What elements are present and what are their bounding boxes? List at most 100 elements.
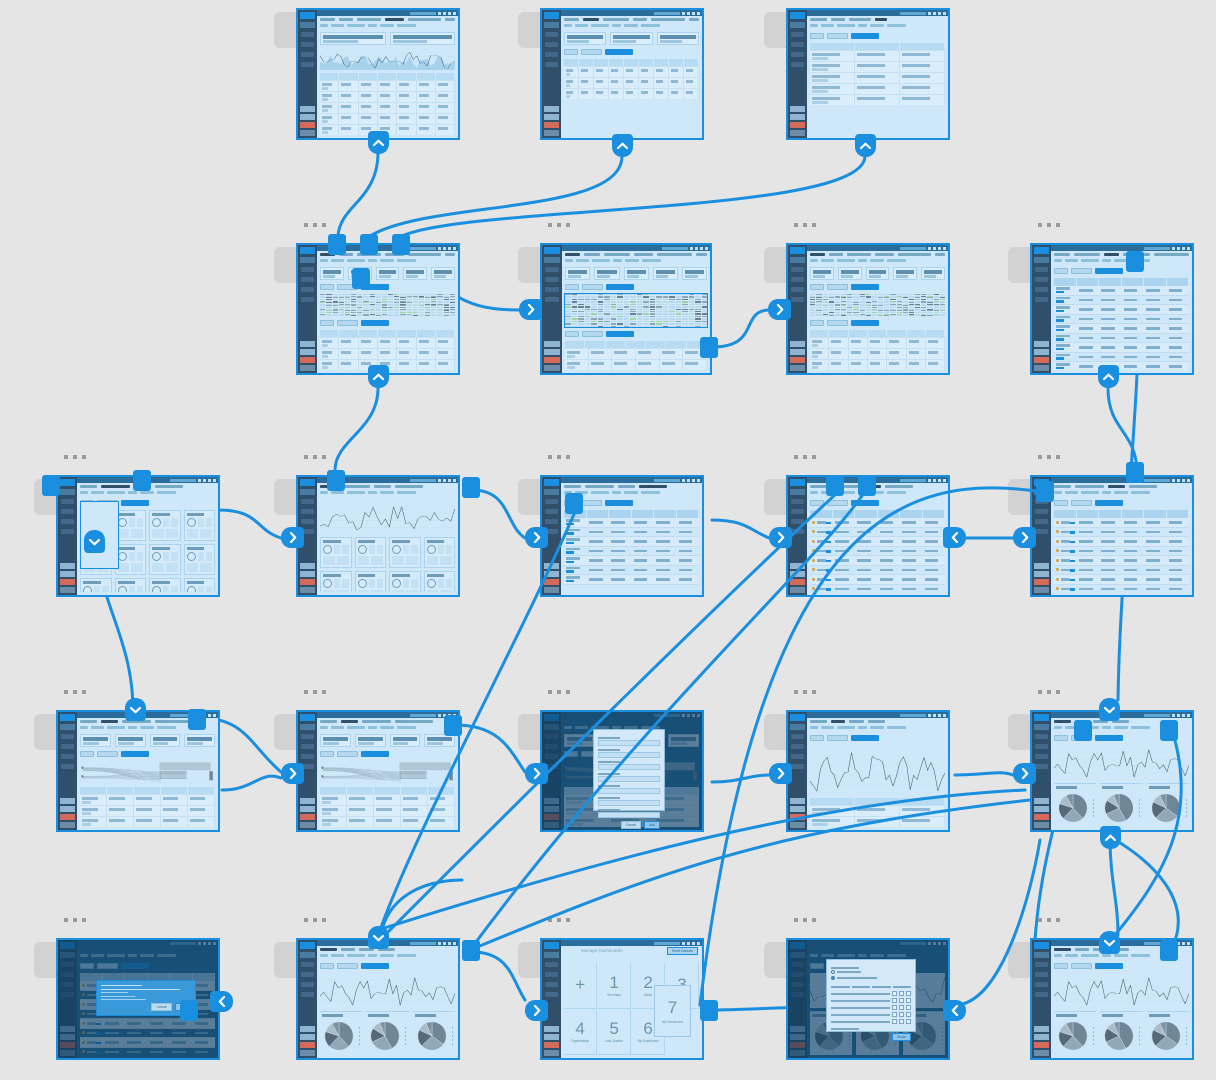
heatmap-cell[interactable] [363,303,369,305]
heatmap-cell[interactable] [636,294,643,296]
sidebar-user-item[interactable] [300,1050,316,1056]
heatmap-cell[interactable] [431,315,437,316]
heatmap-cell[interactable] [406,300,412,302]
heatmap-cell[interactable] [375,294,381,295]
heatmap-cell[interactable] [425,313,431,315]
heatmap-cell[interactable] [853,303,859,305]
heatmap-cell[interactable] [828,307,834,308]
toolbar-button-1[interactable] [1071,963,1093,969]
heatmap-cell[interactable] [604,313,610,315]
heatmap-cell[interactable] [418,295,425,297]
titlebar-icon-0[interactable] [438,941,441,945]
node-right-r5c3-in[interactable] [525,1000,548,1021]
heatmap-cell[interactable] [682,306,688,308]
heatmap-cell[interactable] [669,313,675,315]
nav-tab-summary[interactable] [80,485,97,488]
heatmap-cell[interactable] [412,310,418,312]
heatmap-cell[interactable] [890,308,896,310]
heatmap-cell[interactable] [630,301,636,303]
permissions-checkbox[interactable] [898,1012,904,1018]
sidebar-user-item[interactable] [300,587,316,593]
heatmap-cell[interactable] [332,294,338,295]
heatmap-cell[interactable] [834,300,841,302]
heatmap-cell[interactable] [418,312,425,313]
heatmap-cell[interactable] [431,295,437,297]
heatmap-cell[interactable] [871,310,878,312]
heatmap-cell[interactable] [921,303,927,305]
sub-nav-item-5[interactable] [397,24,417,27]
sub-nav-item-5[interactable] [1131,954,1151,957]
nav-tab-organization[interactable] [846,253,872,256]
sub-nav-item-0[interactable] [810,24,819,27]
heatmap-cell[interactable] [437,300,443,302]
heatmap-cell[interactable] [847,307,853,308]
heatmap-cell[interactable] [933,315,939,316]
heatmap-cell[interactable] [816,310,822,312]
heatmap-cell[interactable] [834,310,841,312]
nav-tab-volumes[interactable] [584,253,600,256]
heatmap-cell[interactable] [597,296,604,298]
heatmap-cell[interactable] [816,313,822,315]
heatmap-cell[interactable] [701,301,707,303]
sidebar-active-item[interactable] [790,724,806,730]
sidebar-user-item[interactable] [1034,587,1050,593]
heatmap-cell[interactable] [597,325,604,327]
list-cell-link[interactable] [1056,300,1065,303]
heatmap-cell[interactable] [449,303,455,305]
list-cell-link[interactable] [1069,531,1075,534]
sidebar-item-2[interactable] [545,972,559,977]
toolbar-button-2[interactable] [606,284,635,290]
heatmap-cell[interactable] [320,315,326,316]
sidebar-item-2[interactable] [301,744,315,749]
heatmap-cell[interactable] [630,306,636,308]
nav-tab-alerts[interactable] [1093,720,1108,723]
toolbar-button-2[interactable] [851,500,880,506]
heatmap-cell[interactable] [425,308,431,310]
sidebar-footer-item-1[interactable] [60,798,76,804]
sidebar-footer-item-1[interactable] [544,1026,560,1032]
titlebar-icon-2[interactable] [208,713,211,717]
heatmap-cell[interactable] [443,312,449,313]
sidebar-alert-item[interactable] [1034,1042,1050,1048]
heatmap-cell[interactable] [847,298,853,300]
heatmap-cell[interactable] [656,303,662,306]
heatmap-cell[interactable] [437,298,443,300]
heatmap-cell[interactable] [853,307,859,308]
heatmap-cell[interactable] [859,298,865,300]
heatmap-cell[interactable] [908,308,915,310]
heatmap-cell[interactable] [816,303,822,305]
heatmap-cell[interactable] [688,315,694,318]
nav-tab-applications[interactable] [154,485,184,488]
heatmap-cell[interactable] [695,313,701,315]
heatmap-cell[interactable] [388,312,394,313]
heatmap-cell[interactable] [326,307,332,308]
sub-nav-item-0[interactable] [810,259,819,262]
heatmap-cell[interactable] [381,315,388,316]
heatmap-cell[interactable] [565,301,571,303]
heatmap-cell[interactable] [682,318,688,320]
nav-tab-summary[interactable] [80,720,97,723]
heatmap-cell[interactable] [363,302,369,303]
heatmap-cell[interactable] [636,303,643,306]
titlebar-icon-1[interactable] [443,478,446,482]
heatmap-cell[interactable] [412,294,418,295]
heatmap-cell[interactable] [406,305,412,307]
heatmap-cell[interactable] [363,315,369,316]
list-cell-link[interactable] [1069,588,1075,591]
titlebar-icon-0[interactable] [928,11,931,15]
heatmap-cell[interactable] [332,307,338,308]
heatmap-cell[interactable] [810,310,816,312]
heatmap-cell[interactable] [375,313,381,315]
titlebar-icon-2[interactable] [938,11,941,15]
sidebar-footer-item-2[interactable] [1034,571,1050,577]
heatmap-cell[interactable] [688,298,694,301]
heatmap-cell[interactable] [326,313,332,315]
heatmap-cell[interactable] [933,294,939,295]
heatmap-cell[interactable] [412,307,418,308]
heatmap-cell[interactable] [921,312,927,313]
titlebar-icon-3[interactable] [697,941,700,945]
titlebar-icon-0[interactable] [1172,713,1175,717]
heatmap-cell[interactable] [591,296,597,298]
heatmap-cell[interactable] [921,302,927,303]
node-left-r3c4-out[interactable] [943,527,966,548]
